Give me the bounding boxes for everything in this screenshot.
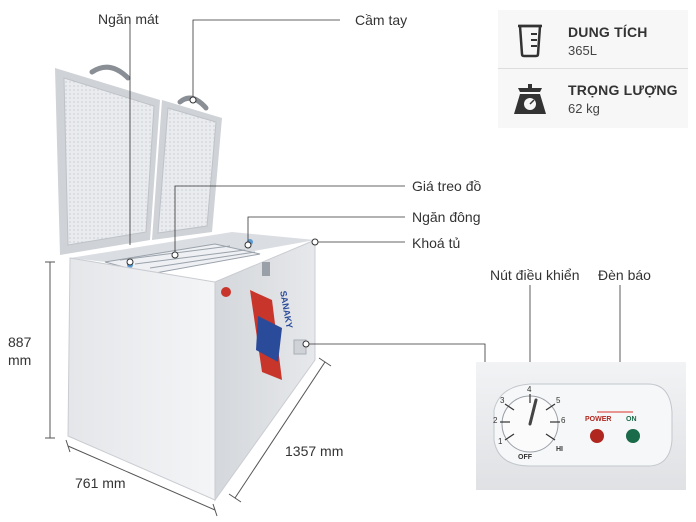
width-dimension: 1357 mm bbox=[285, 443, 344, 459]
capacity-cup-icon bbox=[518, 24, 542, 58]
label-ngan-dong: Ngăn đông bbox=[412, 209, 481, 225]
label-den-bao: Đèn báo bbox=[598, 267, 651, 283]
dial-number-6: 6 bbox=[561, 416, 566, 425]
dial-off-label: OFF bbox=[518, 454, 532, 461]
spec-capacity-title: DUNG TÍCH bbox=[568, 24, 648, 40]
spec-weight: TRỌNG LƯỢNG 62 kg bbox=[498, 70, 688, 126]
brand-decal bbox=[250, 290, 282, 380]
dial-number-4: 4 bbox=[527, 385, 532, 394]
label-ngan-mat: Ngăn mát bbox=[98, 11, 159, 27]
weighing-scale-icon bbox=[514, 84, 546, 114]
label-khoa-tu: Khoá tủ bbox=[412, 235, 461, 251]
dimension-lines bbox=[45, 261, 332, 517]
dial-number-1: 1 bbox=[498, 437, 503, 446]
lid-handle-left bbox=[89, 64, 131, 81]
open-lid-left bbox=[55, 64, 160, 255]
on-lamp bbox=[626, 429, 640, 443]
dial-pointer bbox=[528, 398, 538, 426]
dial-number-2: 2 bbox=[493, 416, 498, 425]
brand-logo-dot bbox=[221, 287, 231, 297]
leader-lines bbox=[129, 19, 621, 412]
label-cam-tay: Cầm tay bbox=[355, 12, 408, 28]
lock-icon bbox=[262, 262, 270, 276]
power-lamp bbox=[590, 429, 604, 443]
spec-panel: DUNG TÍCH 365L TRỌNG LƯỢNG 62 kg bbox=[498, 10, 688, 128]
dial-hi-label: HI bbox=[556, 446, 563, 453]
height-unit: mm bbox=[8, 352, 32, 368]
spec-divider bbox=[498, 68, 688, 69]
dial-number-5: 5 bbox=[556, 396, 561, 405]
power-label: POWER bbox=[585, 416, 612, 423]
front-panel bbox=[67, 257, 216, 501]
dial-number-3: 3 bbox=[500, 396, 505, 405]
depth-dimension: 761 mm bbox=[75, 475, 126, 491]
spec-weight-value: 62 kg bbox=[568, 101, 600, 116]
control-panel-closeup bbox=[476, 362, 686, 490]
spec-capacity: DUNG TÍCH 365L bbox=[498, 12, 688, 68]
label-gia-treo-do: Giá treo đồ bbox=[412, 178, 482, 194]
spec-capacity-value: 365L bbox=[568, 43, 597, 58]
open-lid-right bbox=[152, 95, 222, 240]
height-value: 887 bbox=[8, 334, 32, 350]
on-label: ON bbox=[626, 416, 637, 423]
label-nut-dieu-khien: Nút điều khiển bbox=[490, 267, 580, 283]
spec-weight-title: TRỌNG LƯỢNG bbox=[568, 82, 678, 98]
